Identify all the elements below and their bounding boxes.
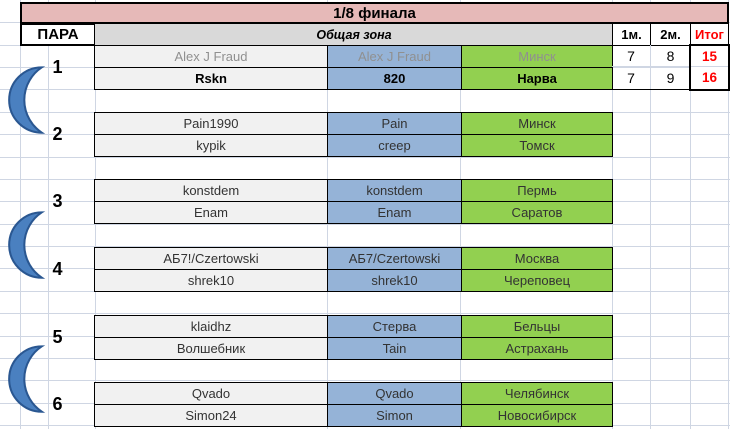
pair-block: Pain1990 Pain Минск kypik creep Томск: [94, 112, 614, 158]
score-2m-cell[interactable]: 9: [651, 67, 691, 89]
gridline: [20, 0, 21, 429]
player-name-cell[interactable]: Alex J Fraud: [94, 45, 328, 68]
pair-number-5[interactable]: 5: [52, 326, 63, 347]
gridline: [0, 157, 730, 158]
score-1m-cell[interactable]: 7: [612, 45, 651, 67]
nickname-cell[interactable]: Qvado: [327, 382, 462, 405]
gridline: [0, 246, 730, 247]
gridline: [0, 224, 730, 225]
pair-number-4[interactable]: 4: [52, 258, 63, 279]
gridline: [0, 380, 730, 381]
player-name-cell[interactable]: konstdem: [94, 179, 328, 202]
nickname-cell[interactable]: Simon: [327, 404, 462, 427]
score-grid: 7 8 7 9: [612, 44, 691, 90]
city-cell[interactable]: Бельцы: [461, 315, 613, 338]
player-name-cell[interactable]: Qvado: [94, 382, 328, 405]
city-cell[interactable]: Москва: [461, 247, 613, 270]
column-header-1m[interactable]: 1м.: [612, 23, 651, 46]
nickname-cell[interactable]: 820: [327, 67, 462, 90]
nickname-cell[interactable]: Pain: [327, 112, 462, 135]
pair-number-6[interactable]: 6: [52, 393, 63, 414]
city-cell[interactable]: Саратов: [461, 201, 613, 224]
player-name-cell[interactable]: kypik: [94, 134, 328, 157]
player-name-cell[interactable]: shrek10: [94, 269, 328, 292]
city-cell[interactable]: Новосибирск: [461, 404, 613, 427]
player-name-cell[interactable]: Волшебник: [94, 337, 328, 360]
gridline: [650, 0, 651, 429]
tournament-title[interactable]: 1/8 финала: [20, 2, 729, 24]
player-name-cell[interactable]: Rskn: [94, 67, 328, 90]
pair-number-3[interactable]: 3: [52, 190, 63, 211]
pair-block: Alex J Fraud Alex J Fraud Минск Rskn 820…: [94, 45, 614, 91]
total-box: 15 16: [689, 44, 730, 91]
nickname-cell[interactable]: konstdem: [327, 179, 462, 202]
total-cell[interactable]: 16: [701, 70, 718, 85]
nickname-cell[interactable]: Alex J Fraud: [327, 45, 462, 68]
gridline: [0, 313, 730, 314]
nickname-cell[interactable]: creep: [327, 134, 462, 157]
city-cell[interactable]: Пермь: [461, 179, 613, 202]
city-cell[interactable]: Томск: [461, 134, 613, 157]
city-cell[interactable]: Череповец: [461, 269, 613, 292]
pair-block: klaidhz Стерва Бельцы Волшебник Tain Аст…: [94, 315, 614, 361]
total-cell[interactable]: 15: [691, 46, 728, 67]
player-name-cell[interactable]: klaidhz: [94, 315, 328, 338]
score-2m-cell[interactable]: 8: [651, 45, 691, 67]
moon-icon: [8, 66, 46, 134]
pair-number-1[interactable]: 1: [52, 56, 63, 77]
player-name-cell[interactable]: Enam: [94, 201, 328, 224]
city-cell[interactable]: Нарва: [461, 67, 613, 90]
player-name-cell[interactable]: Pain1990: [94, 112, 328, 135]
pair-block: АБ7!/Czertowski АБ7/Czertowski Москва sh…: [94, 247, 614, 293]
pair-number-2[interactable]: 2: [52, 123, 63, 144]
moon-icon: [8, 211, 46, 279]
player-name-cell[interactable]: Simon24: [94, 404, 328, 427]
city-cell[interactable]: Минск: [461, 112, 613, 135]
moon-icon: [8, 345, 46, 413]
city-cell[interactable]: Минск: [461, 45, 613, 68]
nickname-cell[interactable]: Tain: [327, 337, 462, 360]
city-cell[interactable]: Астрахань: [461, 337, 613, 360]
nickname-cell[interactable]: Стерва: [327, 315, 462, 338]
column-header-pair[interactable]: ПАРА: [20, 23, 96, 46]
score-1m-cell[interactable]: 7: [612, 67, 651, 89]
nickname-cell[interactable]: shrek10: [327, 269, 462, 292]
column-header-zone[interactable]: Общая зона: [94, 23, 614, 46]
pair-block: Qvado Qvado Челябинск Simon24 Simon Ново…: [94, 382, 614, 428]
column-header-total[interactable]: Итог: [690, 23, 729, 46]
nickname-cell[interactable]: Enam: [327, 201, 462, 224]
gridline: [728, 0, 729, 429]
gridline: [690, 0, 691, 429]
column-header-2m[interactable]: 2м.: [650, 23, 691, 46]
player-name-cell[interactable]: АБ7!/Czertowski: [94, 247, 328, 270]
nickname-cell[interactable]: АБ7/Czertowski: [327, 247, 462, 270]
city-cell[interactable]: Челябинск: [461, 382, 613, 405]
gridline: [48, 0, 49, 429]
pair-block: konstdem konstdem Пермь Enam Enam Сарато…: [94, 179, 614, 225]
